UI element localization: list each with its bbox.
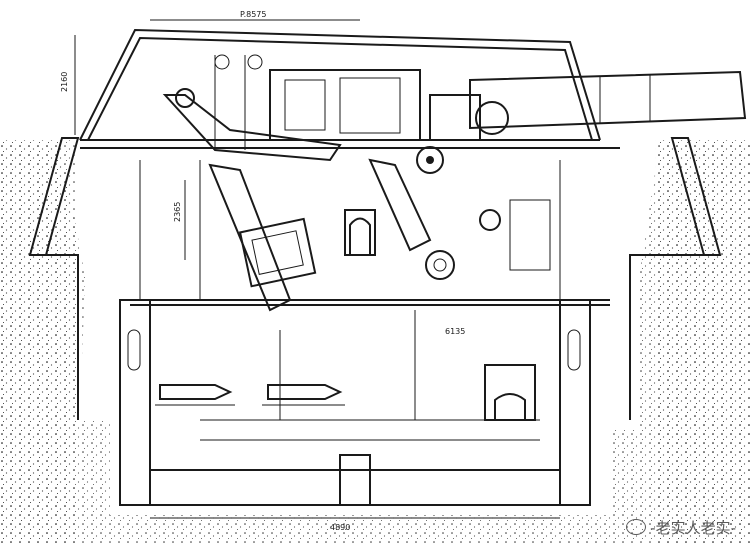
gun-barrel — [469, 70, 747, 135]
dimension-lines — [74, 19, 560, 519]
left-dimension-label: 2160 — [60, 72, 69, 92]
glacis-walls — [28, 137, 722, 420]
shell-rack-left — [155, 384, 235, 406]
watermark-text: -老实人老实- — [650, 519, 736, 537]
lower-magazine — [119, 299, 591, 506]
top-dimension-label: P.8575 — [240, 10, 266, 19]
shell-hoist — [208, 158, 501, 312]
bottom-dimension-label: 4890 — [330, 523, 350, 532]
working-chamber — [130, 160, 610, 306]
inner-dimension-label: 2365 — [173, 202, 182, 222]
weibo-logo-icon — [626, 519, 647, 535]
breech-machinery — [162, 54, 481, 174]
shell-rack-center — [262, 384, 345, 406]
ground-fill — [0, 140, 750, 544]
watermark: -老实人老实- — [626, 517, 736, 538]
floor-dimension-label: 6135 — [445, 327, 465, 336]
turret-shield — [79, 28, 620, 149]
